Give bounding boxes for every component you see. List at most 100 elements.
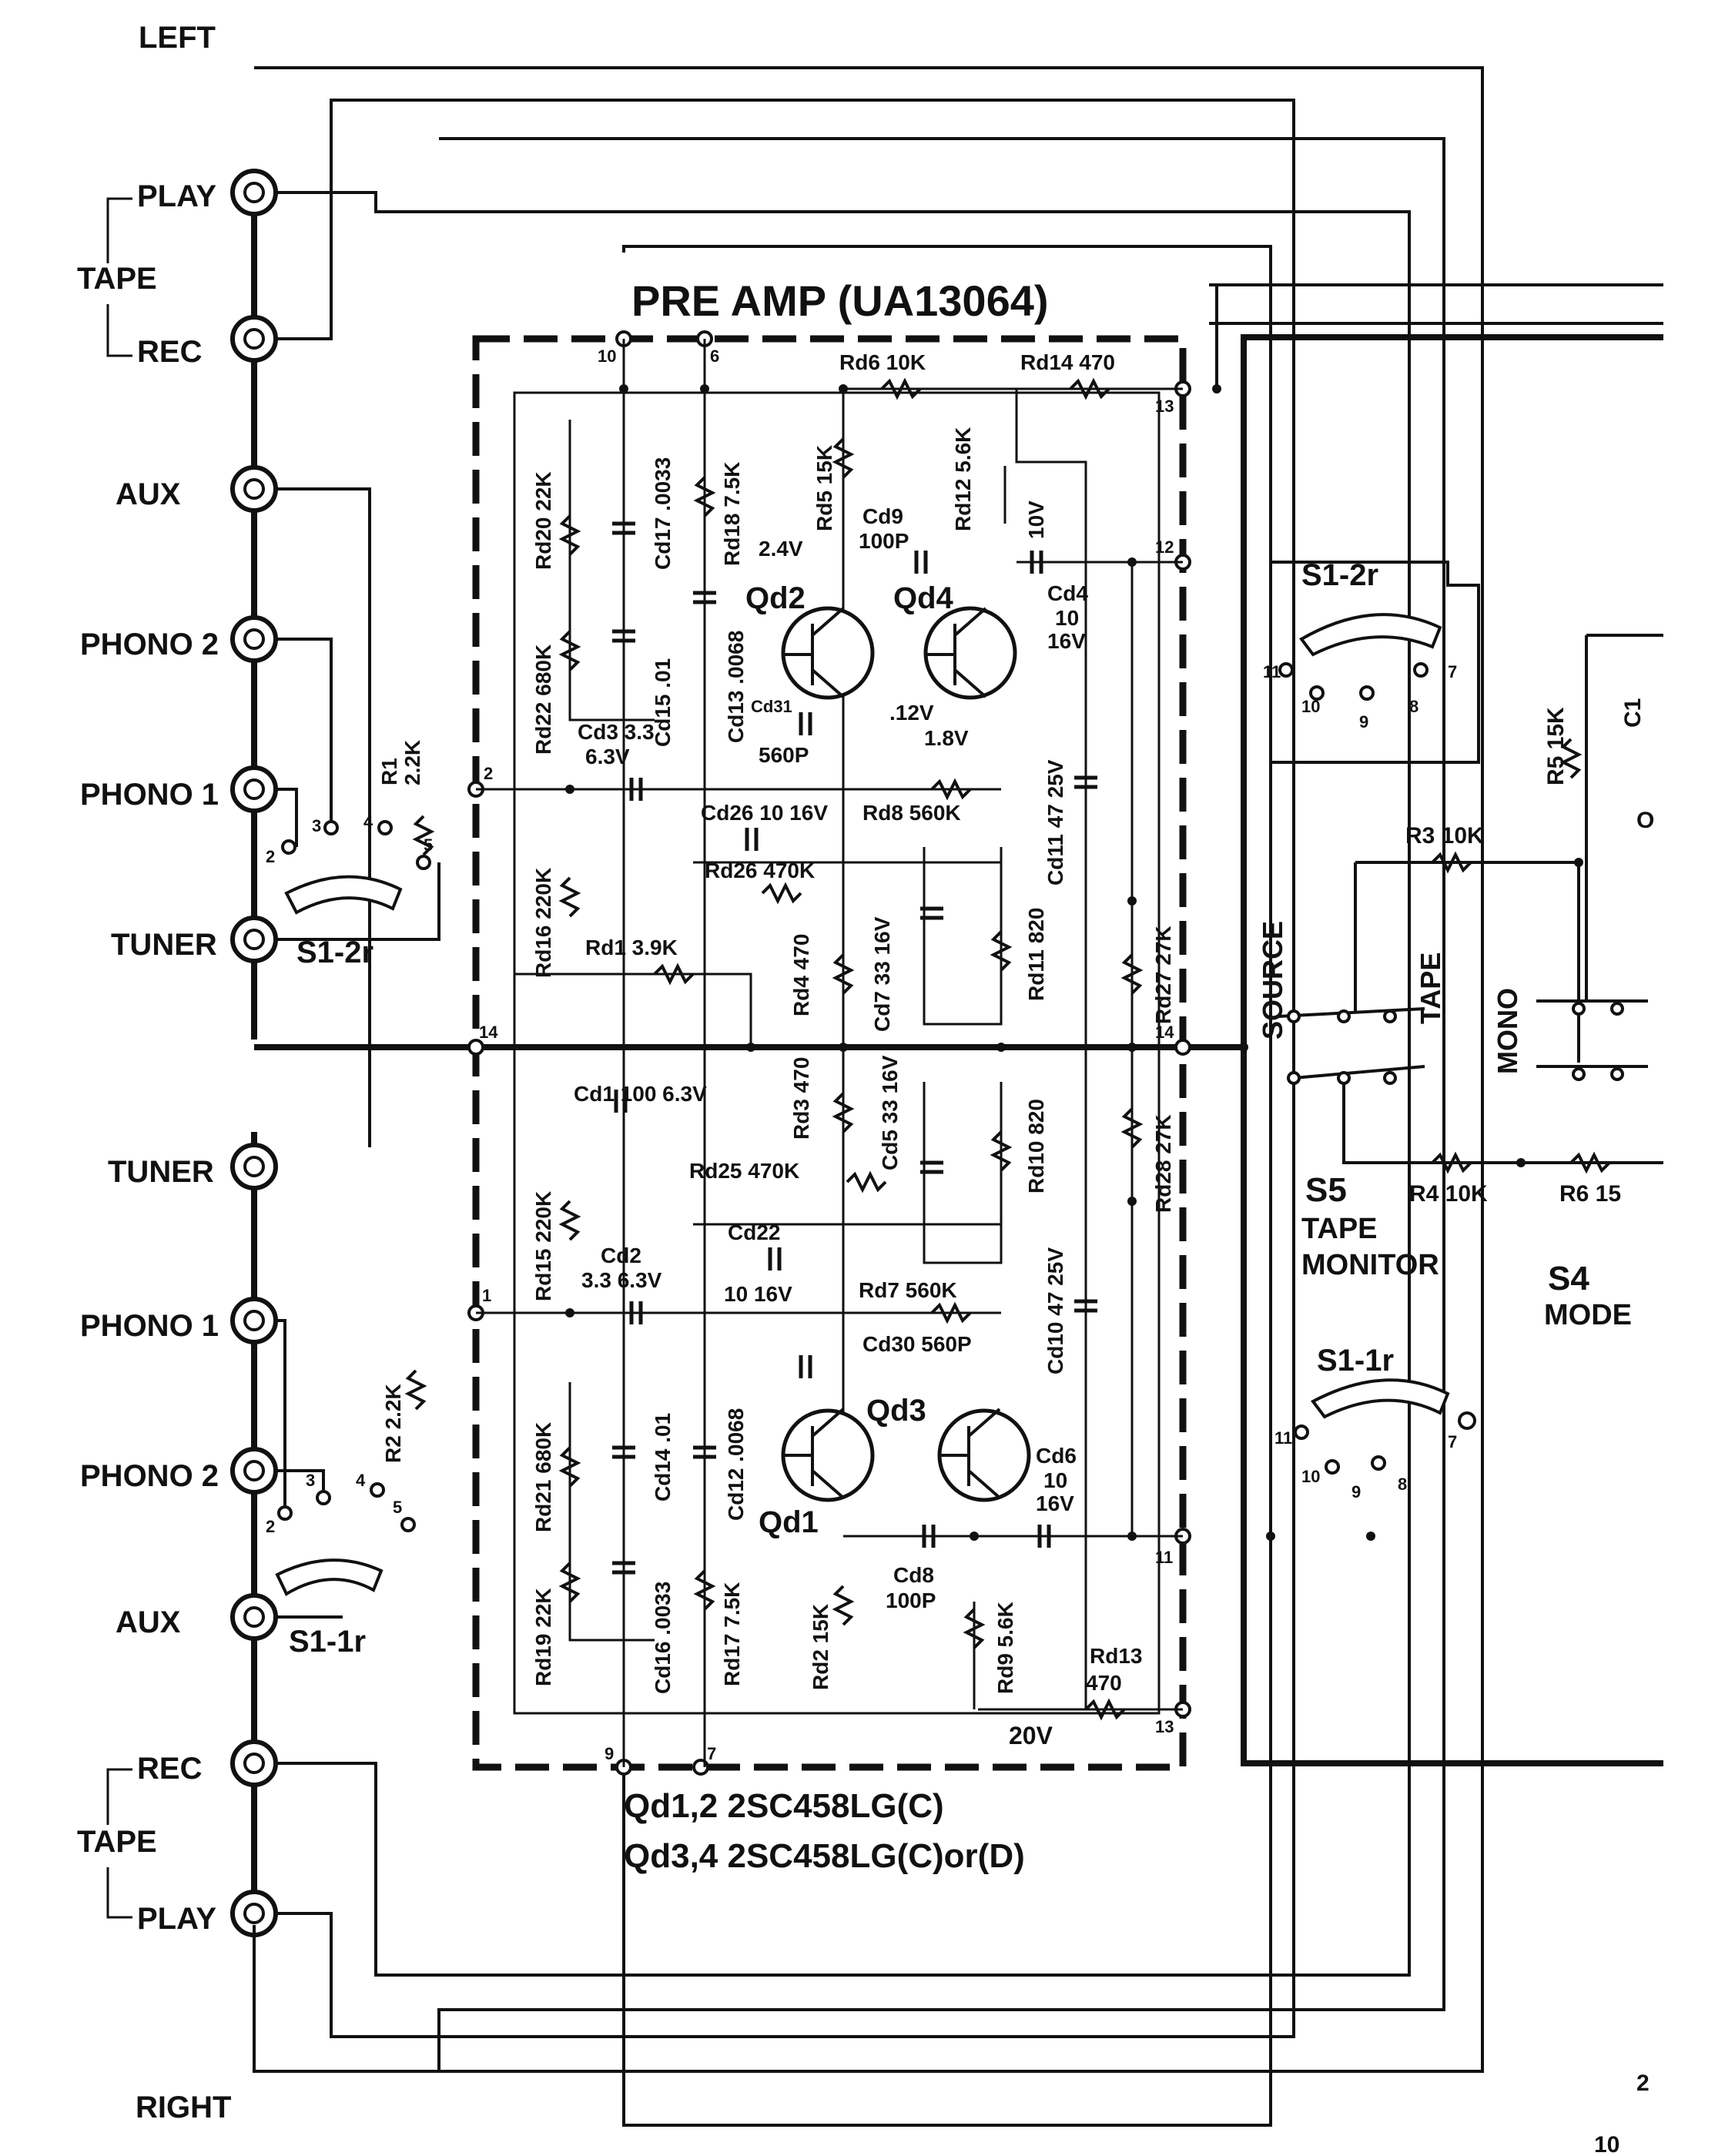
component-labels: Rd6 10K Rd14 470 Rd20 22K Cd17 .0033 Rd1…: [377, 350, 1654, 1749]
label-rd27: Rd27 27K: [1151, 926, 1175, 1024]
switch-pin-10-b: 10: [1301, 1467, 1320, 1486]
preamp-title: PRE AMP (UA13064): [631, 276, 1049, 325]
pin-label-12: 12: [1155, 537, 1174, 557]
pin-label-9: 9: [605, 1744, 614, 1763]
label-rd20: Rd20 22K: [531, 471, 555, 570]
label-cd4-value: 10: [1055, 606, 1079, 630]
label-r1-value: 2.2K: [400, 740, 424, 785]
pin-label-14-left: 14: [479, 1023, 498, 1042]
switch-pin-3-b: 3: [306, 1471, 315, 1490]
preamp-module-border: [472, 335, 1187, 1771]
label-cd22-value: 10 16V: [724, 1282, 792, 1306]
switch-pin-4-a: 4: [363, 812, 373, 832]
route-wire-4: [276, 191, 1411, 1977]
pin-label-7: 7: [707, 1744, 716, 1763]
label-cd2-value: 3.3 6.3V: [581, 1268, 662, 1292]
output-bus: [1241, 334, 1663, 1766]
label-cd3: Cd3 3.3: [578, 720, 655, 744]
transistor-qd1: [781, 1408, 875, 1502]
switch-s1-1r-right: [1294, 1378, 1476, 1475]
label-rd13-value: 470: [1086, 1671, 1122, 1695]
switch-pin-3-a: 3: [312, 816, 321, 835]
label-rd16: Rd16 220K: [531, 868, 555, 978]
capacitor-symbols: [612, 521, 1097, 1575]
label-s1-1r-left: S1-1r: [289, 1625, 366, 1659]
pin-label-10: 10: [598, 346, 616, 366]
label-r3: R3 10K: [1405, 823, 1484, 849]
transistor-qd4: [923, 606, 1017, 700]
label-s5: S5: [1305, 1171, 1347, 1209]
resistor-symbols: [404, 377, 1611, 1721]
label-cd1: Cd1 100 6.3V: [574, 1082, 707, 1106]
label-cd4-voltage: 16V: [1047, 629, 1086, 653]
label-rd6: Rd6 10K: [839, 350, 926, 374]
label-rd19: Rd19 22K: [531, 1588, 555, 1686]
jack-tuner-left[interactable]: [230, 916, 278, 963]
label-10v: 10V: [1024, 500, 1048, 539]
switch-pin-9-b: 9: [1351, 1482, 1361, 1502]
tape-bracket-right: [106, 1768, 132, 1919]
jack-play-left[interactable]: [230, 169, 278, 216]
switch-pin-5-a: 5: [424, 835, 433, 855]
jack-rec-left[interactable]: [230, 315, 278, 363]
switch-s4-mode: [1536, 634, 1663, 1081]
label-20v: 20V: [1009, 1722, 1053, 1749]
label-cd9: Cd9: [862, 504, 903, 528]
jack-phono2-right[interactable]: [230, 1447, 278, 1495]
tape-bracket-left: [106, 197, 132, 357]
label-rd17: Rd17 7.5K: [720, 1582, 744, 1686]
jack-label-tuner-left: TUNER: [111, 928, 217, 962]
label-cd8-value: 100P: [886, 1589, 936, 1612]
pin-14-right: [1174, 1039, 1191, 1056]
switch-pin-7-a: 7: [1448, 662, 1457, 681]
label-s1-2r-left: S1-2r: [296, 936, 373, 969]
jack-phono1-left[interactable]: [230, 765, 278, 813]
jack-label-rec-right: REC: [137, 1752, 202, 1786]
label-s1-1r-right: S1-1r: [1317, 1344, 1394, 1378]
pin-14-left: [467, 1039, 484, 1056]
jack-label-play-right: PLAY: [137, 1902, 216, 1936]
label-rd12: Rd12 5.6K: [951, 427, 975, 531]
route-wire-1: [253, 66, 1484, 2073]
label-cd17: Cd17 .0033: [651, 457, 675, 570]
label-r2: R2 2.2K: [381, 1384, 405, 1463]
label-rd4: Rd4 470: [789, 934, 813, 1016]
transistor-qd2: [781, 606, 875, 700]
label-rd18: Rd18 7.5K: [720, 462, 744, 566]
label-cd4: Cd4: [1047, 581, 1088, 605]
jack-label-phono1-left: PHONO 1: [80, 778, 219, 812]
jack-label-tuner-right: TUNER: [108, 1155, 214, 1189]
pin-label-14-right: 14: [1155, 1023, 1174, 1042]
label-1-8v: 1.8V: [924, 726, 969, 750]
switch-pin-7-b: 7: [1448, 1432, 1457, 1451]
jack-label-phono2-right: PHONO 2: [80, 1459, 219, 1493]
switch-pin-9-a: 9: [1359, 712, 1368, 732]
pin-label-6: 6: [710, 346, 719, 366]
label-s1-2r-right: S1-2r: [1301, 558, 1378, 592]
label-rd21: Rd21 680K: [531, 1422, 555, 1532]
label-qd4: Qd4: [893, 581, 954, 615]
jack-phono2-left[interactable]: [230, 615, 278, 663]
label-rd2: Rd2 15K: [809, 1604, 832, 1690]
label-s5-tape: TAPE: [1301, 1213, 1378, 1245]
page-mark-2: 10: [1594, 2132, 1619, 2156]
jack-tuner-right[interactable]: [230, 1143, 278, 1190]
jack-aux-right[interactable]: [230, 1593, 278, 1641]
label-s4: S4: [1548, 1260, 1589, 1297]
jack-aux-left[interactable]: [230, 465, 278, 513]
transistor-note-2: Qd3,4 2SC458LG(C)or(D): [624, 1837, 1025, 1875]
label-cd8: Cd8: [893, 1563, 934, 1587]
label-rd5: Rd5 15K: [812, 445, 836, 531]
label-12v: .12V: [889, 701, 934, 725]
jack-label-rec-left: REC: [137, 335, 202, 369]
label-cd3-voltage: 6.3V: [585, 745, 630, 768]
jack-phono1-right[interactable]: [230, 1297, 278, 1344]
label-cd31: Cd31: [751, 697, 792, 716]
pin-label-13-bottom: 13: [1155, 1717, 1174, 1736]
label-cd7: Cd7 33 16V: [870, 916, 894, 1032]
label-cd10: Cd10 47 25V: [1043, 1247, 1067, 1374]
jack-rec-right[interactable]: [230, 1739, 278, 1787]
switch-pin-11-a: 11: [1263, 662, 1281, 681]
label-rd1: Rd1 3.9K: [585, 936, 678, 959]
switch-s5-tape-monitor: [1278, 861, 1663, 1164]
